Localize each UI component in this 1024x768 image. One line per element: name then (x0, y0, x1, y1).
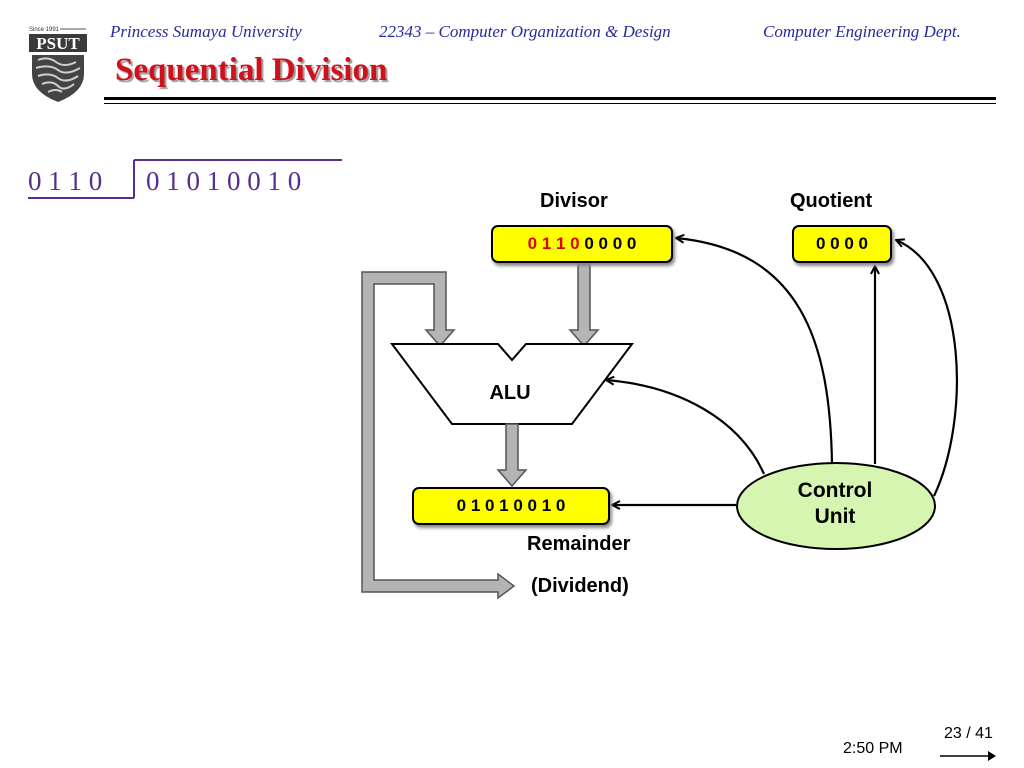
control-unit-line1: Control (797, 479, 873, 502)
divisor-to-alu-bus (568, 263, 600, 348)
header-rule-thick (104, 97, 996, 100)
feedback-bus (361, 271, 516, 600)
divisor-register: 0 1 1 0 0 0 0 0 (491, 225, 673, 263)
control-to-divisor-arrow (676, 238, 834, 465)
divisor-label: Divisor (540, 190, 608, 212)
remainder-label: Remainder (527, 533, 631, 555)
psut-logo: Since 1991 PSUT (26, 22, 90, 104)
quotient-register: 0 0 0 0 (792, 225, 892, 263)
division-bracket (28, 159, 342, 199)
control-unit-shape (736, 462, 936, 550)
logo-small-text: Since 1991 (29, 27, 60, 33)
control-to-quotient-curve-arrow (896, 240, 958, 497)
division-dividend: 0 1 0 1 0 0 1 0 (146, 166, 302, 196)
header-rule-thin (104, 103, 996, 104)
quotient-label: Quotient (790, 190, 873, 212)
control-unit-label: Control Unit (740, 478, 930, 530)
control-unit-line2: Unit (814, 505, 856, 528)
alu-label: ALU (489, 382, 531, 404)
control-to-alu-arrow (606, 380, 766, 475)
logo-text: PSUT (36, 34, 80, 53)
psut-shield-logo-icon: Since 1991 PSUT (29, 27, 87, 102)
header-university: Princess Sumaya University (110, 22, 302, 41)
page-title: Sequential Division (115, 52, 388, 88)
dividend-label: (Dividend) (531, 575, 629, 597)
divisor-register-rest: 0 0 0 0 (579, 234, 637, 253)
slide-time: 2:50 PM (843, 740, 903, 757)
divisor-register-highlight: 0 1 1 0 (527, 234, 580, 253)
header-course: 22343 – Computer Organization & Design (379, 22, 671, 41)
alu-shape (390, 343, 634, 425)
remainder-register: 0 1 0 1 0 0 1 0 (412, 487, 610, 525)
alu-to-remainder-bus (496, 423, 528, 488)
header-department: Computer Engineering Dept. (763, 22, 961, 41)
page-number: 23 / 41 (944, 725, 993, 742)
next-slide-arrow-icon[interactable] (938, 748, 1000, 764)
division-divisor: 0 1 1 0 (28, 166, 103, 196)
